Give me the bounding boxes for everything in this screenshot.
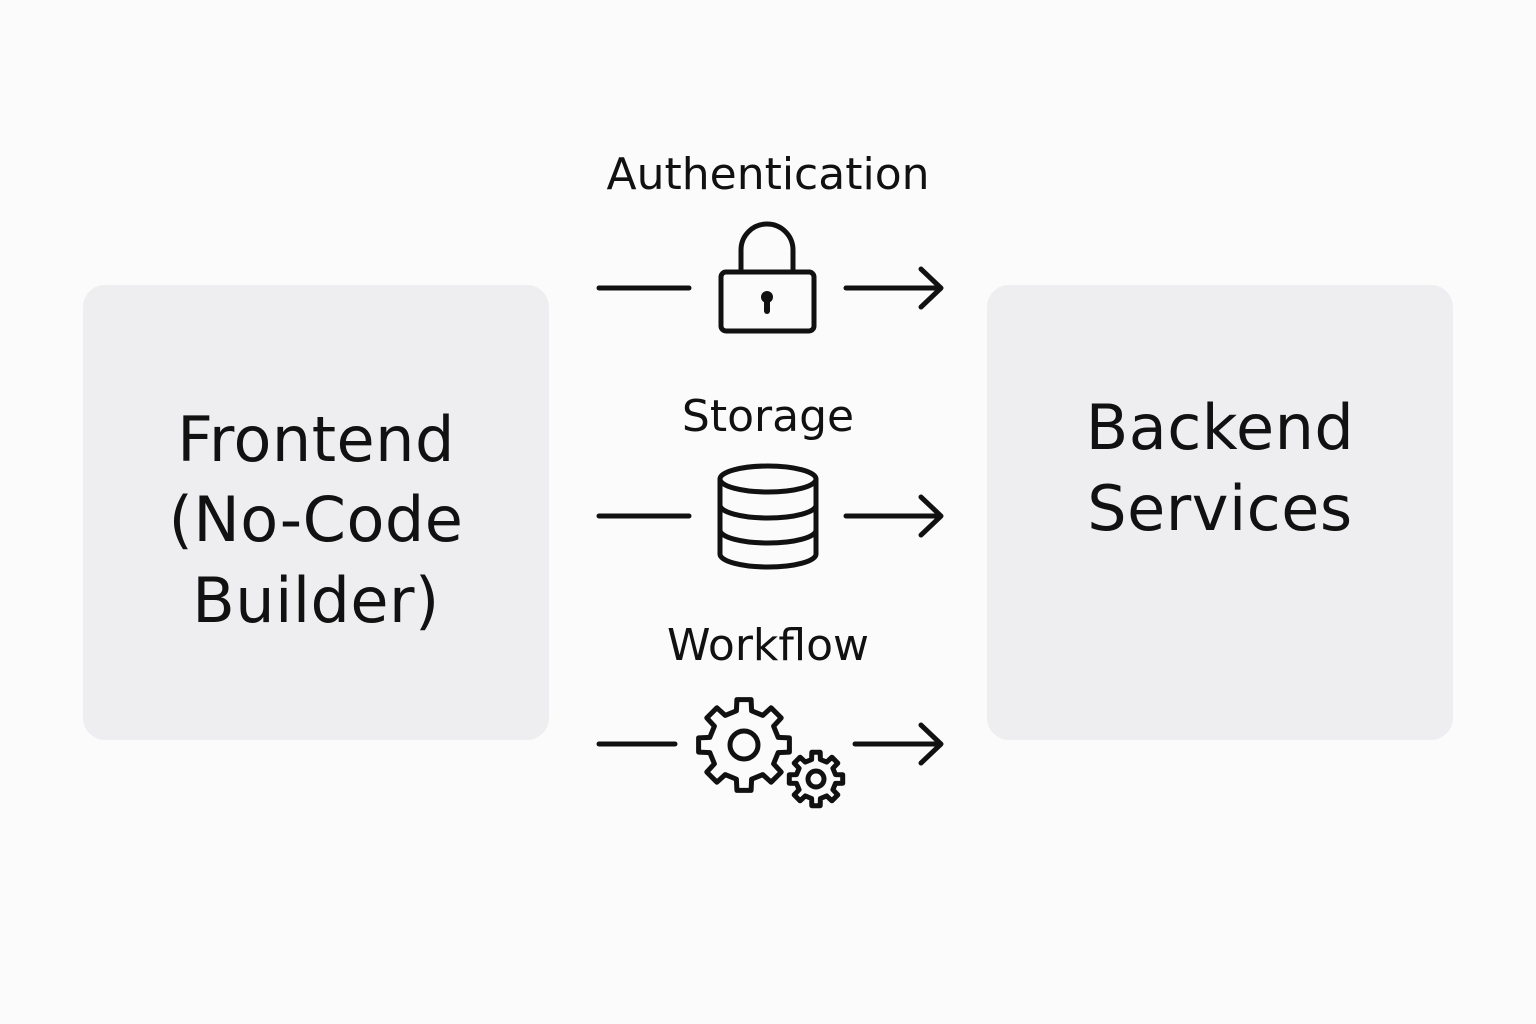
frontend-box: Frontend (No-Code Builder)	[83, 285, 549, 740]
database-icon	[717, 463, 819, 570]
backend-label-line-1: Backend	[1085, 390, 1355, 464]
workflow-arrowhead	[918, 722, 944, 766]
storage-label: Storage	[681, 391, 855, 442]
frontend-label-line-3: Builder)	[192, 563, 440, 637]
backend-label-line-2: Services	[1087, 471, 1353, 545]
gears-icon	[696, 697, 846, 809]
storage-arrowhead	[918, 494, 944, 538]
authentication-arrowhead	[918, 266, 944, 310]
frontend-label-line-1: Frontend	[177, 402, 455, 476]
small-gear-icon	[786, 749, 846, 809]
large-gear-icon	[696, 697, 792, 793]
workflow-connector	[596, 722, 944, 766]
backend-box: Backend Services	[987, 285, 1453, 740]
storage-connector	[596, 494, 944, 538]
lock-icon	[718, 221, 817, 334]
authentication-label: Authentication	[606, 149, 930, 200]
frontend-label-line-2: (No-Code	[168, 483, 464, 557]
authentication-connector	[596, 266, 944, 310]
workflow-label: Workflow	[666, 620, 870, 671]
